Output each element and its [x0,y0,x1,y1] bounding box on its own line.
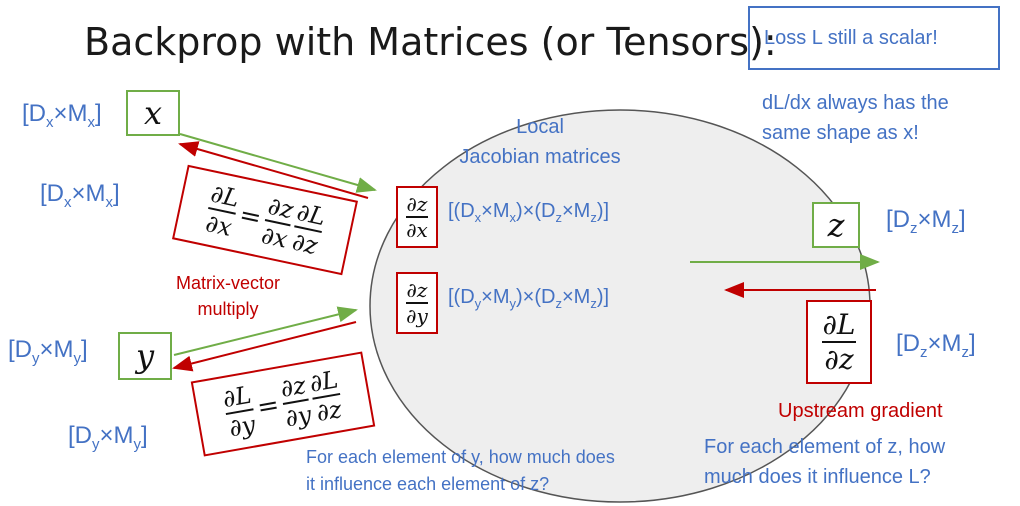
jacobian-y-dims: [(Dy×My)×(Dz×Mz)] [448,286,610,311]
loss-note-text: Loss L still a scalar! [764,26,938,49]
question-z: For each element of z, how much does it … [704,436,946,488]
jacobian-y-box: ∂z∂y [396,272,438,334]
upstream-dims: [Dz×Mz] [896,330,976,361]
y-forward-arrow [173,306,358,356]
upstream-gradient-label: Upstream gradient [778,400,943,422]
jacobian-x-dims: [(Dx×Mx)×(Dz×Mz)] [448,200,610,225]
x-forward-arrow [179,133,377,193]
x-variable-box: x [126,90,180,136]
z-variable-box: z [812,202,860,248]
circle-label: Local Jacobian matrices [459,116,621,168]
y-dims-left: [Dy×My] [8,336,88,367]
loss-note-box: Loss L still a scalar! [748,6,1000,70]
x-backward-arrow [178,141,369,199]
matvec-label: Matrix-vector multiply [176,273,281,319]
shape-note: dL/dx always has the same shape as x! [762,88,949,148]
z-dims-top: [Dz×Mz] [886,206,966,237]
y-backward-arrow [172,321,357,372]
page-title: Backprop with Matrices (or Tensors): [84,20,777,64]
upstream-gradient-box: ∂L∂z [806,300,872,384]
y-variable-box: y [118,332,172,380]
shape-note-line2: same shape as x! [762,122,919,144]
x-dims-top: [Dx×Mx] [22,100,102,131]
shape-note-line1: dL/dx always has the [762,92,949,114]
y-grad-dims: [Dy×My] [68,422,148,453]
x-grad-dims: [Dx×Mx] [40,180,120,211]
question-y: For each element of y, how much does it … [306,447,615,494]
jacobian-x-box: ∂z∂x [396,186,438,248]
